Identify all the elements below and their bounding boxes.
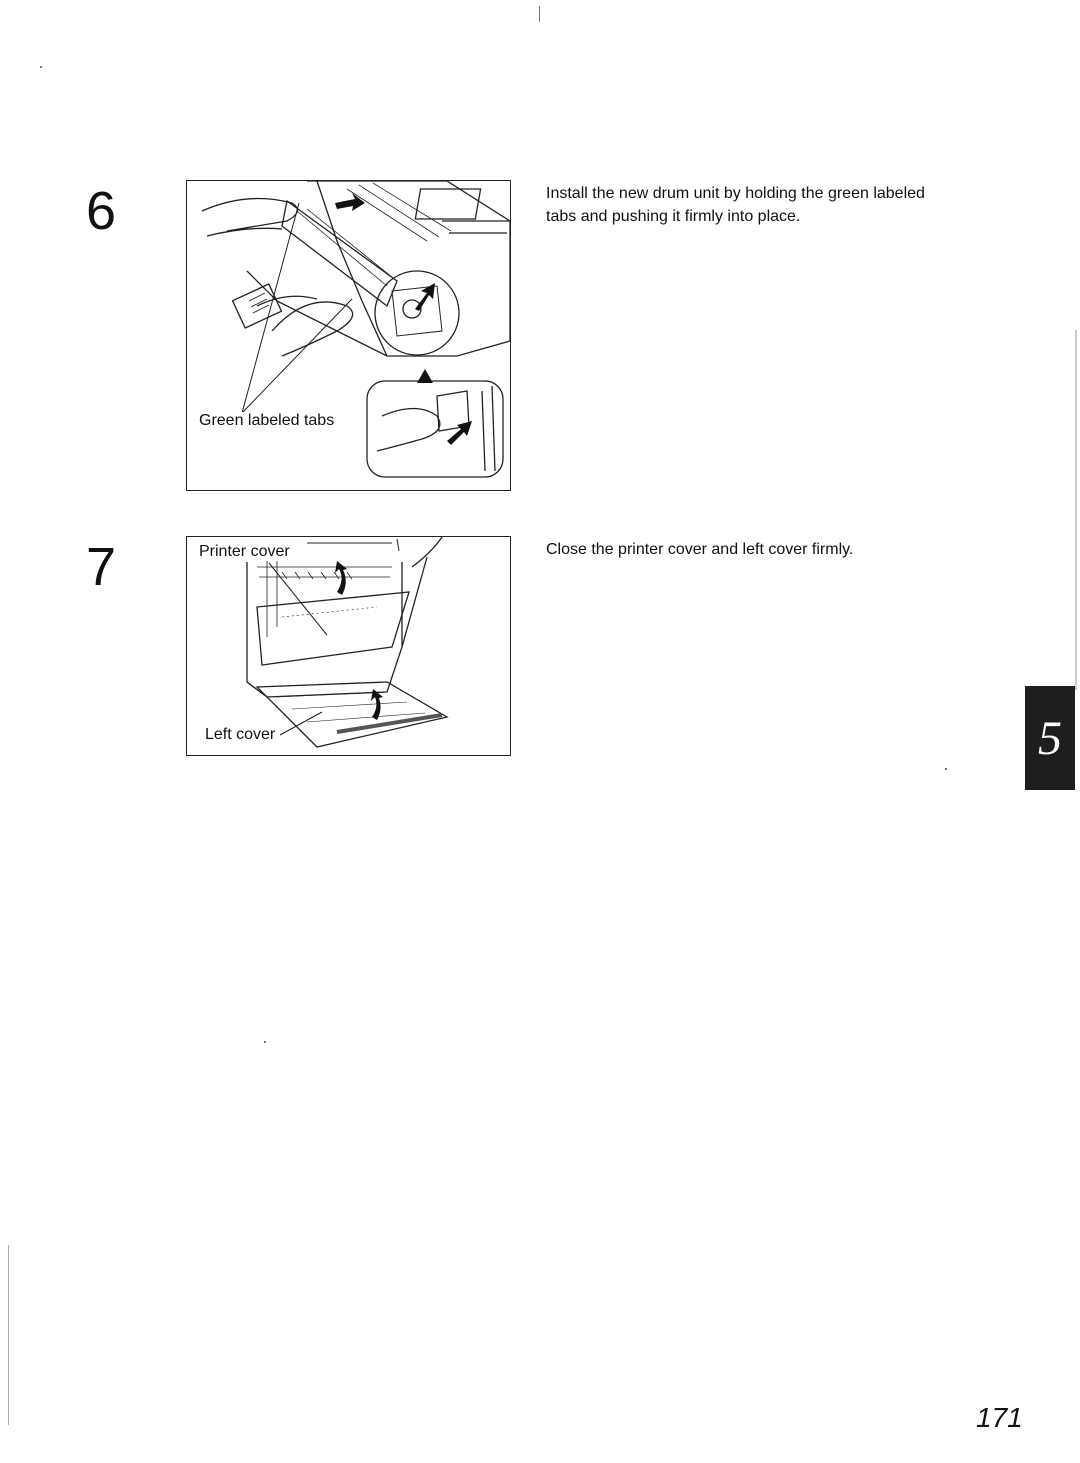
scan-mark — [539, 6, 540, 22]
scan-speck — [945, 768, 947, 770]
printer-cover-close-illustration: Printer cover Left cover — [186, 536, 511, 756]
scan-speck — [264, 1041, 266, 1043]
printer-cover-drawing — [246, 537, 449, 748]
step-instruction: Install the new drum unit by holding the… — [546, 185, 925, 225]
printer-cover-label: Printer cover — [197, 543, 292, 561]
left-cover-label: Left cover — [203, 726, 278, 744]
page-number: 171 — [976, 1402, 1023, 1433]
scan-edge-shadow — [1075, 330, 1077, 690]
scan-speck — [40, 66, 42, 68]
step-instruction: Close the printer cover and left cover f… — [546, 541, 854, 558]
green-labeled-tabs-label: Green labeled tabs — [197, 412, 337, 430]
chapter-number: 5 — [1038, 711, 1062, 765]
scan-margin-line — [8, 1245, 9, 1425]
step-number: 7 — [86, 537, 117, 597]
drum-unit-install-illustration: Green labeled tabs — [186, 180, 511, 491]
step-number: 6 — [86, 181, 117, 241]
chapter-tab: 5 — [1025, 686, 1075, 790]
drum-unit-drawing — [201, 181, 510, 478]
